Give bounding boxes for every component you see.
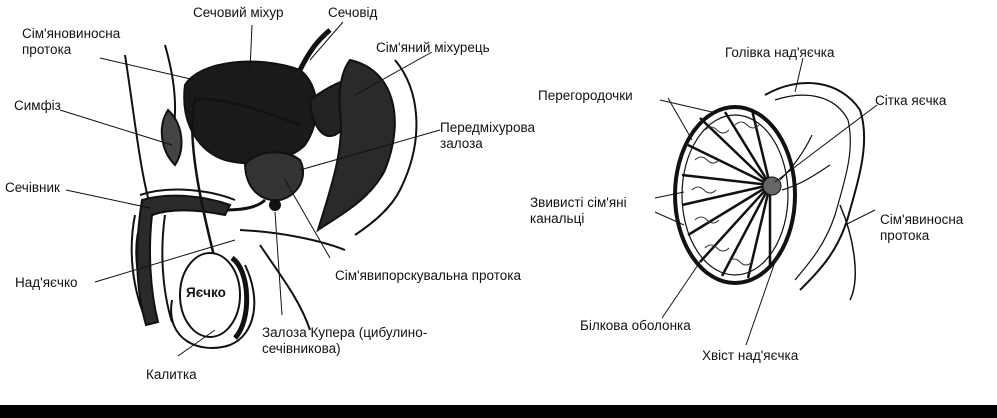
- label-ureter: Сечовід: [328, 5, 378, 20]
- label-epididymis-tail: Хвіст над'яєчка: [702, 348, 799, 363]
- septa-lines: [681, 109, 772, 279]
- perineum-contour: [259, 244, 311, 331]
- pelvic-floor: [239, 229, 346, 251]
- tunica-shape: [673, 105, 797, 285]
- label-epididymis-head: Голівка над'яєчка: [725, 45, 835, 60]
- body-contour: [124, 54, 151, 206]
- tubules-texture: [691, 121, 760, 266]
- epididymis-inner: [774, 94, 851, 281]
- label-tunica-albuginea: Білкова оболонка: [580, 318, 691, 333]
- tunica-inner: [681, 114, 789, 276]
- sacrum-contour: [354, 59, 418, 236]
- right-leader-lines: [654, 57, 878, 346]
- left-leader-lines: [59, 21, 441, 357]
- testis-shape: [179, 252, 241, 338]
- label-ejaculatory-duct: Сім'явипорскувальна протока: [335, 268, 521, 283]
- pelvis-section-drawing: [124, 28, 418, 349]
- label-prostate: Передміхурова залоза: [440, 120, 535, 151]
- label-penis: Сечівник: [5, 180, 60, 195]
- scrotum-contour: [170, 264, 256, 349]
- vas-deferens-right: [839, 204, 856, 301]
- label-testis: Яєчко: [186, 285, 226, 300]
- penis-fill: [136, 194, 232, 327]
- label-seminiferous-tubules: Звивисті сім'яні канальці: [530, 195, 627, 226]
- label-seminal-vesicle: Сім'яний міхурець: [376, 40, 490, 55]
- label-vas-deferens-right: Сім'явиносна протока: [880, 212, 964, 243]
- epididymis-shape: [230, 255, 250, 340]
- label-epididymis-left: Над'яєчко: [15, 275, 78, 290]
- footer-bar: [0, 405, 997, 418]
- efferent-ducts: [779, 134, 831, 191]
- label-septa: Перегородочки: [538, 88, 633, 103]
- label-vas-deferens: Сім'яновиносна протока: [22, 26, 121, 57]
- rectum-shape: [316, 58, 396, 233]
- label-scrotum: Калитка: [146, 367, 197, 382]
- label-symphysis: Симфіз: [14, 98, 61, 113]
- prostate-shape: [243, 151, 305, 202]
- symphysis-shape: [160, 108, 183, 167]
- label-bladder: Сечовий міхур: [193, 5, 284, 20]
- epididymis-body: [764, 82, 866, 291]
- label-cowper: Залоза Купера (цибулино-сечівникова): [262, 325, 428, 356]
- label-rete-testis: Сітка яєчка: [875, 93, 947, 108]
- ureter-shape: [297, 28, 332, 72]
- testis-section-drawing: [673, 82, 866, 301]
- cowper-gland-shape: [269, 199, 281, 211]
- bladder-shape: [183, 60, 318, 165]
- diagram-artwork: [59, 21, 878, 357]
- rete-testis-shape: [762, 176, 782, 196]
